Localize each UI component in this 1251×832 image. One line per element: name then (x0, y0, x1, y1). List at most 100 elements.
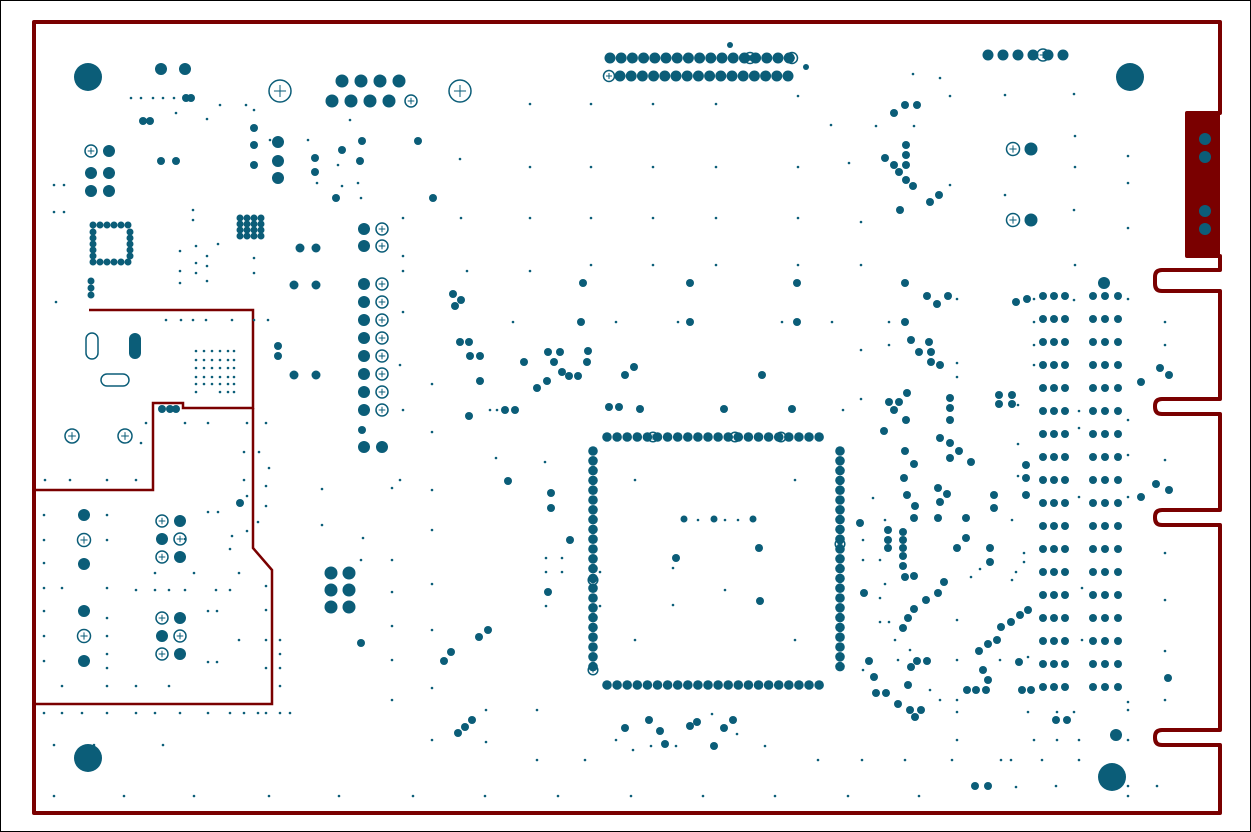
pad (672, 554, 680, 562)
via (226, 366, 230, 370)
pad (588, 524, 598, 535)
via (242, 711, 246, 715)
via (614, 738, 618, 742)
pad (749, 515, 757, 523)
pin1-marker (155, 514, 169, 528)
via (194, 261, 198, 265)
pad (984, 782, 992, 790)
pad (935, 191, 943, 199)
via (206, 660, 210, 664)
via (871, 496, 875, 500)
pad (475, 633, 483, 641)
pad (899, 562, 907, 570)
via (1032, 297, 1036, 301)
via (1026, 655, 1030, 659)
via (1163, 649, 1167, 653)
via (153, 711, 157, 715)
via (816, 758, 820, 762)
mounting-holes (74, 63, 1144, 791)
via (134, 711, 138, 715)
via (874, 124, 878, 128)
pad (899, 528, 907, 536)
pad (1039, 660, 1047, 668)
pad (1061, 453, 1069, 461)
pad (979, 666, 987, 674)
pad (753, 680, 764, 690)
pad (782, 70, 794, 82)
via (955, 698, 959, 702)
via (544, 556, 548, 560)
pad (727, 42, 733, 48)
pad (901, 279, 909, 287)
via (430, 528, 434, 532)
pad (946, 439, 954, 447)
via (278, 638, 282, 642)
pad (936, 361, 944, 369)
pad (1022, 491, 1030, 499)
pad (902, 416, 910, 424)
pin1-marker (729, 431, 741, 443)
pad (784, 432, 794, 442)
pad (236, 499, 244, 507)
pad (1027, 686, 1035, 694)
pad (692, 70, 704, 82)
pad (504, 477, 512, 485)
pad (1101, 522, 1109, 530)
pad (934, 514, 942, 522)
via (42, 513, 46, 517)
pad (1039, 522, 1047, 530)
pad (894, 700, 902, 708)
pad (126, 234, 134, 242)
pad (895, 398, 903, 406)
pad (103, 221, 111, 229)
polarized-cap-pad (129, 333, 141, 359)
via (459, 216, 463, 220)
pad (257, 226, 265, 234)
via (266, 318, 270, 322)
via (202, 382, 206, 386)
pad (896, 206, 904, 214)
pad (89, 258, 97, 266)
via (218, 390, 222, 394)
via (245, 494, 249, 498)
pad (683, 680, 693, 690)
via (230, 534, 234, 538)
pad (901, 101, 909, 109)
via (62, 210, 66, 214)
pad (429, 194, 437, 202)
via (183, 588, 187, 592)
via (215, 609, 219, 613)
pad (995, 400, 1003, 408)
pad (913, 101, 921, 109)
pad (588, 534, 598, 544)
pin1-marker (155, 647, 169, 661)
pad (972, 686, 980, 694)
via (948, 183, 952, 187)
via (861, 558, 865, 562)
pad (794, 432, 804, 442)
pad (1050, 338, 1058, 346)
via (210, 358, 214, 362)
pad (1039, 292, 1047, 300)
via (651, 216, 655, 220)
pad (289, 280, 299, 290)
pad (342, 566, 356, 580)
via (969, 575, 973, 579)
via (218, 366, 222, 370)
pad (1156, 364, 1164, 372)
pad (544, 348, 552, 356)
pad (1089, 637, 1097, 645)
pad (933, 300, 941, 308)
pin1-marker (375, 385, 389, 399)
via (878, 620, 882, 624)
via (359, 558, 363, 562)
pad (1061, 338, 1069, 346)
pad (1024, 142, 1038, 156)
pad (1114, 476, 1122, 484)
pad (1089, 499, 1097, 507)
pad (520, 358, 528, 366)
pad (1101, 614, 1109, 622)
via (105, 616, 109, 620)
pad (89, 246, 97, 254)
pad (1089, 660, 1097, 668)
